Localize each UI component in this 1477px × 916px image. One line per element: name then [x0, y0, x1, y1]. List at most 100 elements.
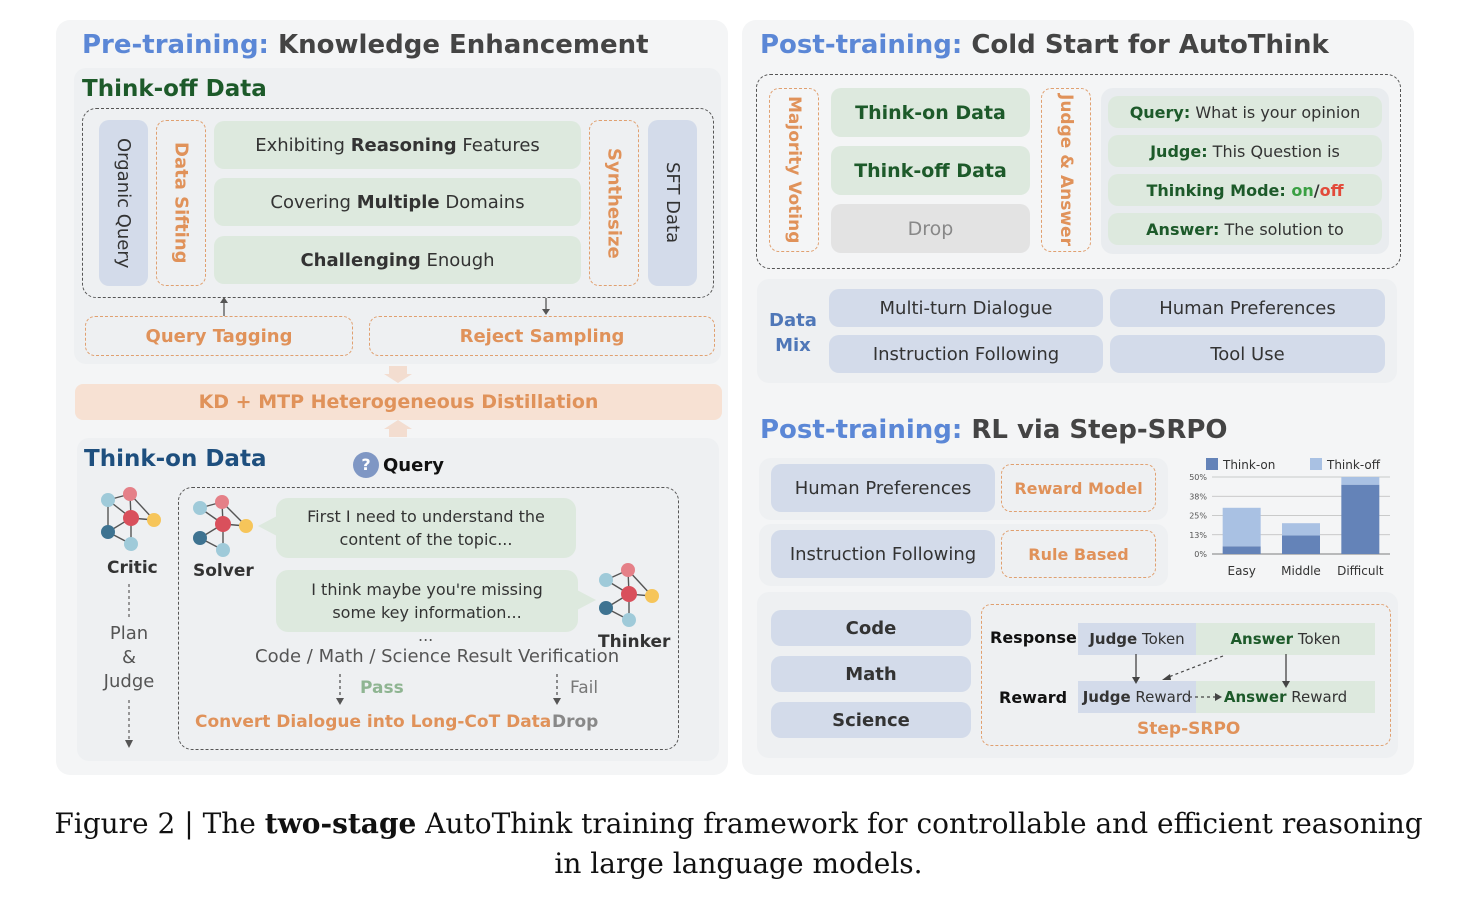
- kd-arrow-down: [384, 366, 412, 383]
- reward-model-box: Reward Model: [1001, 464, 1156, 512]
- caption-line-2: in large language models.: [554, 847, 923, 880]
- judge-token-cell: Judge Token: [1078, 623, 1196, 655]
- step-srpo-dashed-box: [981, 604, 1391, 746]
- judge-reward-cell: Judge Reward: [1078, 681, 1196, 713]
- majority-voting-box: Majority Voting: [769, 88, 819, 252]
- bar-think-on-easy: [1222, 546, 1261, 554]
- bar-think-on-difficult: [1341, 484, 1380, 554]
- thinkon-title: Think-on Data: [84, 446, 267, 472]
- thinkoff-title: Think-off Data: [82, 76, 267, 102]
- rl-code-box: Code: [771, 610, 971, 646]
- drop-label: Drop: [552, 712, 599, 732]
- step-srpo-arrows: [1132, 654, 1290, 688]
- pass-arrow: [336, 674, 344, 705]
- row-reasoning-features: Exhibiting Reasoning Features: [214, 121, 581, 169]
- reward-label: Reward: [999, 688, 1068, 707]
- data-sifting-label: Data Sifting: [170, 142, 192, 264]
- y-tick-label: 50%: [1189, 473, 1207, 482]
- caption-line-1: Figure 2 | The two-stage AutoThink train…: [54, 807, 1423, 840]
- mix-instruction: Instruction Following: [829, 335, 1103, 373]
- critic-plan-line: [125, 584, 133, 748]
- judge-line: Judge: This Question is: [1108, 135, 1382, 167]
- figure-caption: Figure 2 | The two-stage AutoThink train…: [30, 804, 1447, 884]
- data-sifting-box: Data Sifting: [156, 120, 206, 286]
- think-mode-bar-chart: Think-on Think-off 0% 13% 25% 38% 50% Easy Middl…: [1189, 458, 1390, 578]
- mix-human-pref: Human Preferences: [1110, 289, 1385, 327]
- query-heading: ? Query: [353, 452, 444, 478]
- bar-think-on-middle: [1282, 535, 1320, 554]
- answer-token-cell: Answer Token: [1196, 623, 1375, 655]
- convert-label: Convert Dialogue into Long-CoT Data: [195, 712, 552, 732]
- solver-bubble-tail: [258, 516, 277, 536]
- reject-sampling-box: Reject Sampling: [369, 316, 715, 356]
- coldstart-dashed-box: [756, 74, 1401, 269]
- kd-distillation-bar: KD + MTP Heterogeneous Distillation: [75, 384, 722, 420]
- rl-title: Post-training: RL via Step-SRPO: [760, 415, 1228, 445]
- x-tick-label: Easy: [1228, 564, 1256, 578]
- plan-judge-label: Plan&Judge: [103, 623, 155, 692]
- rule-based-box: Rule Based: [1001, 530, 1156, 578]
- response-label: Response: [990, 628, 1077, 647]
- rl-math-box: Math: [771, 656, 971, 692]
- solver-network-icon: [193, 495, 253, 557]
- critic-network-icon: [101, 487, 161, 551]
- mix-tool-use: Tool Use: [1110, 335, 1385, 373]
- x-tick-label: Middle: [1281, 564, 1321, 578]
- coldstart-title: Post-training: Cold Start for AutoThink: [760, 30, 1329, 60]
- solver-bubble: First I need to understand the content o…: [276, 498, 576, 558]
- bar-think-off-difficult: [1341, 477, 1380, 485]
- thinker-network-icon: [599, 563, 659, 627]
- mix-multi-turn: Multi-turn Dialogue: [829, 289, 1103, 327]
- ellipsis-label: ...: [418, 626, 434, 645]
- legend-swatch-think-off: [1310, 458, 1322, 470]
- pass-label: Pass: [360, 678, 404, 698]
- y-tick-label: 38%: [1189, 492, 1207, 501]
- organic-query-box: Organic Query: [99, 120, 148, 286]
- row-multiple-domains: Covering Multiple Domains: [214, 178, 581, 226]
- thinkoff-dashed-box: [82, 108, 714, 298]
- dialogue-dashed-box: [178, 487, 679, 750]
- reward-flow-arrow: [1189, 693, 1222, 701]
- query-line: Query: What is your opinion: [1108, 96, 1382, 128]
- bar-think-off-middle: [1282, 523, 1320, 536]
- step-srpo-label: Step-SRPO: [1137, 719, 1241, 739]
- y-tick-label: 13%: [1189, 531, 1207, 540]
- kd-arrow-up: [384, 420, 412, 437]
- rl-instruction-following: Instruction Following: [771, 530, 995, 578]
- row-challenging-enough: Challenging Enough: [214, 236, 581, 284]
- verification-label: Code / Math / Science Result Verificatio…: [255, 646, 620, 667]
- legend-swatch-think-on: [1206, 458, 1218, 470]
- thinking-mode-line: Thinking Mode: on/off: [1108, 174, 1382, 206]
- sft-data-label: SFT Data: [662, 162, 683, 244]
- y-tick-label: 25%: [1189, 512, 1207, 521]
- fail-label: Fail: [570, 678, 599, 698]
- synthesize-label: Synthesize: [603, 147, 625, 259]
- question-mark-icon: ?: [353, 452, 379, 478]
- thinker-bubble-tail: [577, 590, 596, 610]
- answer-line: Answer: The solution to: [1108, 213, 1382, 245]
- answer-reward-cell: Answer Reward: [1196, 681, 1375, 713]
- thinkoff-data-box: Think-off Data: [831, 146, 1030, 195]
- pretraining-title: Pre-training: Knowledge Enhancement: [82, 30, 649, 60]
- drop-box: Drop: [831, 204, 1030, 253]
- thinker-bubble: I think maybe you're missing some key in…: [276, 570, 578, 632]
- query-tagging-box: Query Tagging: [85, 316, 353, 356]
- judge-answer-box: Judge & Answer: [1041, 88, 1091, 252]
- rl-science-box: Science: [771, 702, 971, 738]
- legend-label-think-off: Think-off: [1326, 458, 1381, 472]
- bar-think-off-easy: [1222, 507, 1261, 547]
- thinkon-data-box: Think-on Data: [831, 88, 1030, 137]
- thinker-label: Thinker: [598, 632, 671, 652]
- y-tick-label: 0%: [1194, 550, 1207, 559]
- sft-data-box: SFT Data: [648, 120, 697, 286]
- critic-label: Critic: [107, 558, 158, 578]
- synthesize-box: Synthesize: [589, 120, 639, 286]
- fail-arrow: [553, 674, 561, 705]
- tagging-arrows: [220, 297, 550, 316]
- legend-label-think-on: Think-on: [1222, 458, 1275, 472]
- solver-label: Solver: [193, 561, 254, 581]
- organic-query-label: Organic Query: [113, 137, 134, 269]
- x-tick-label: Difficult: [1337, 564, 1384, 578]
- rl-human-pref: Human Preferences: [771, 464, 995, 512]
